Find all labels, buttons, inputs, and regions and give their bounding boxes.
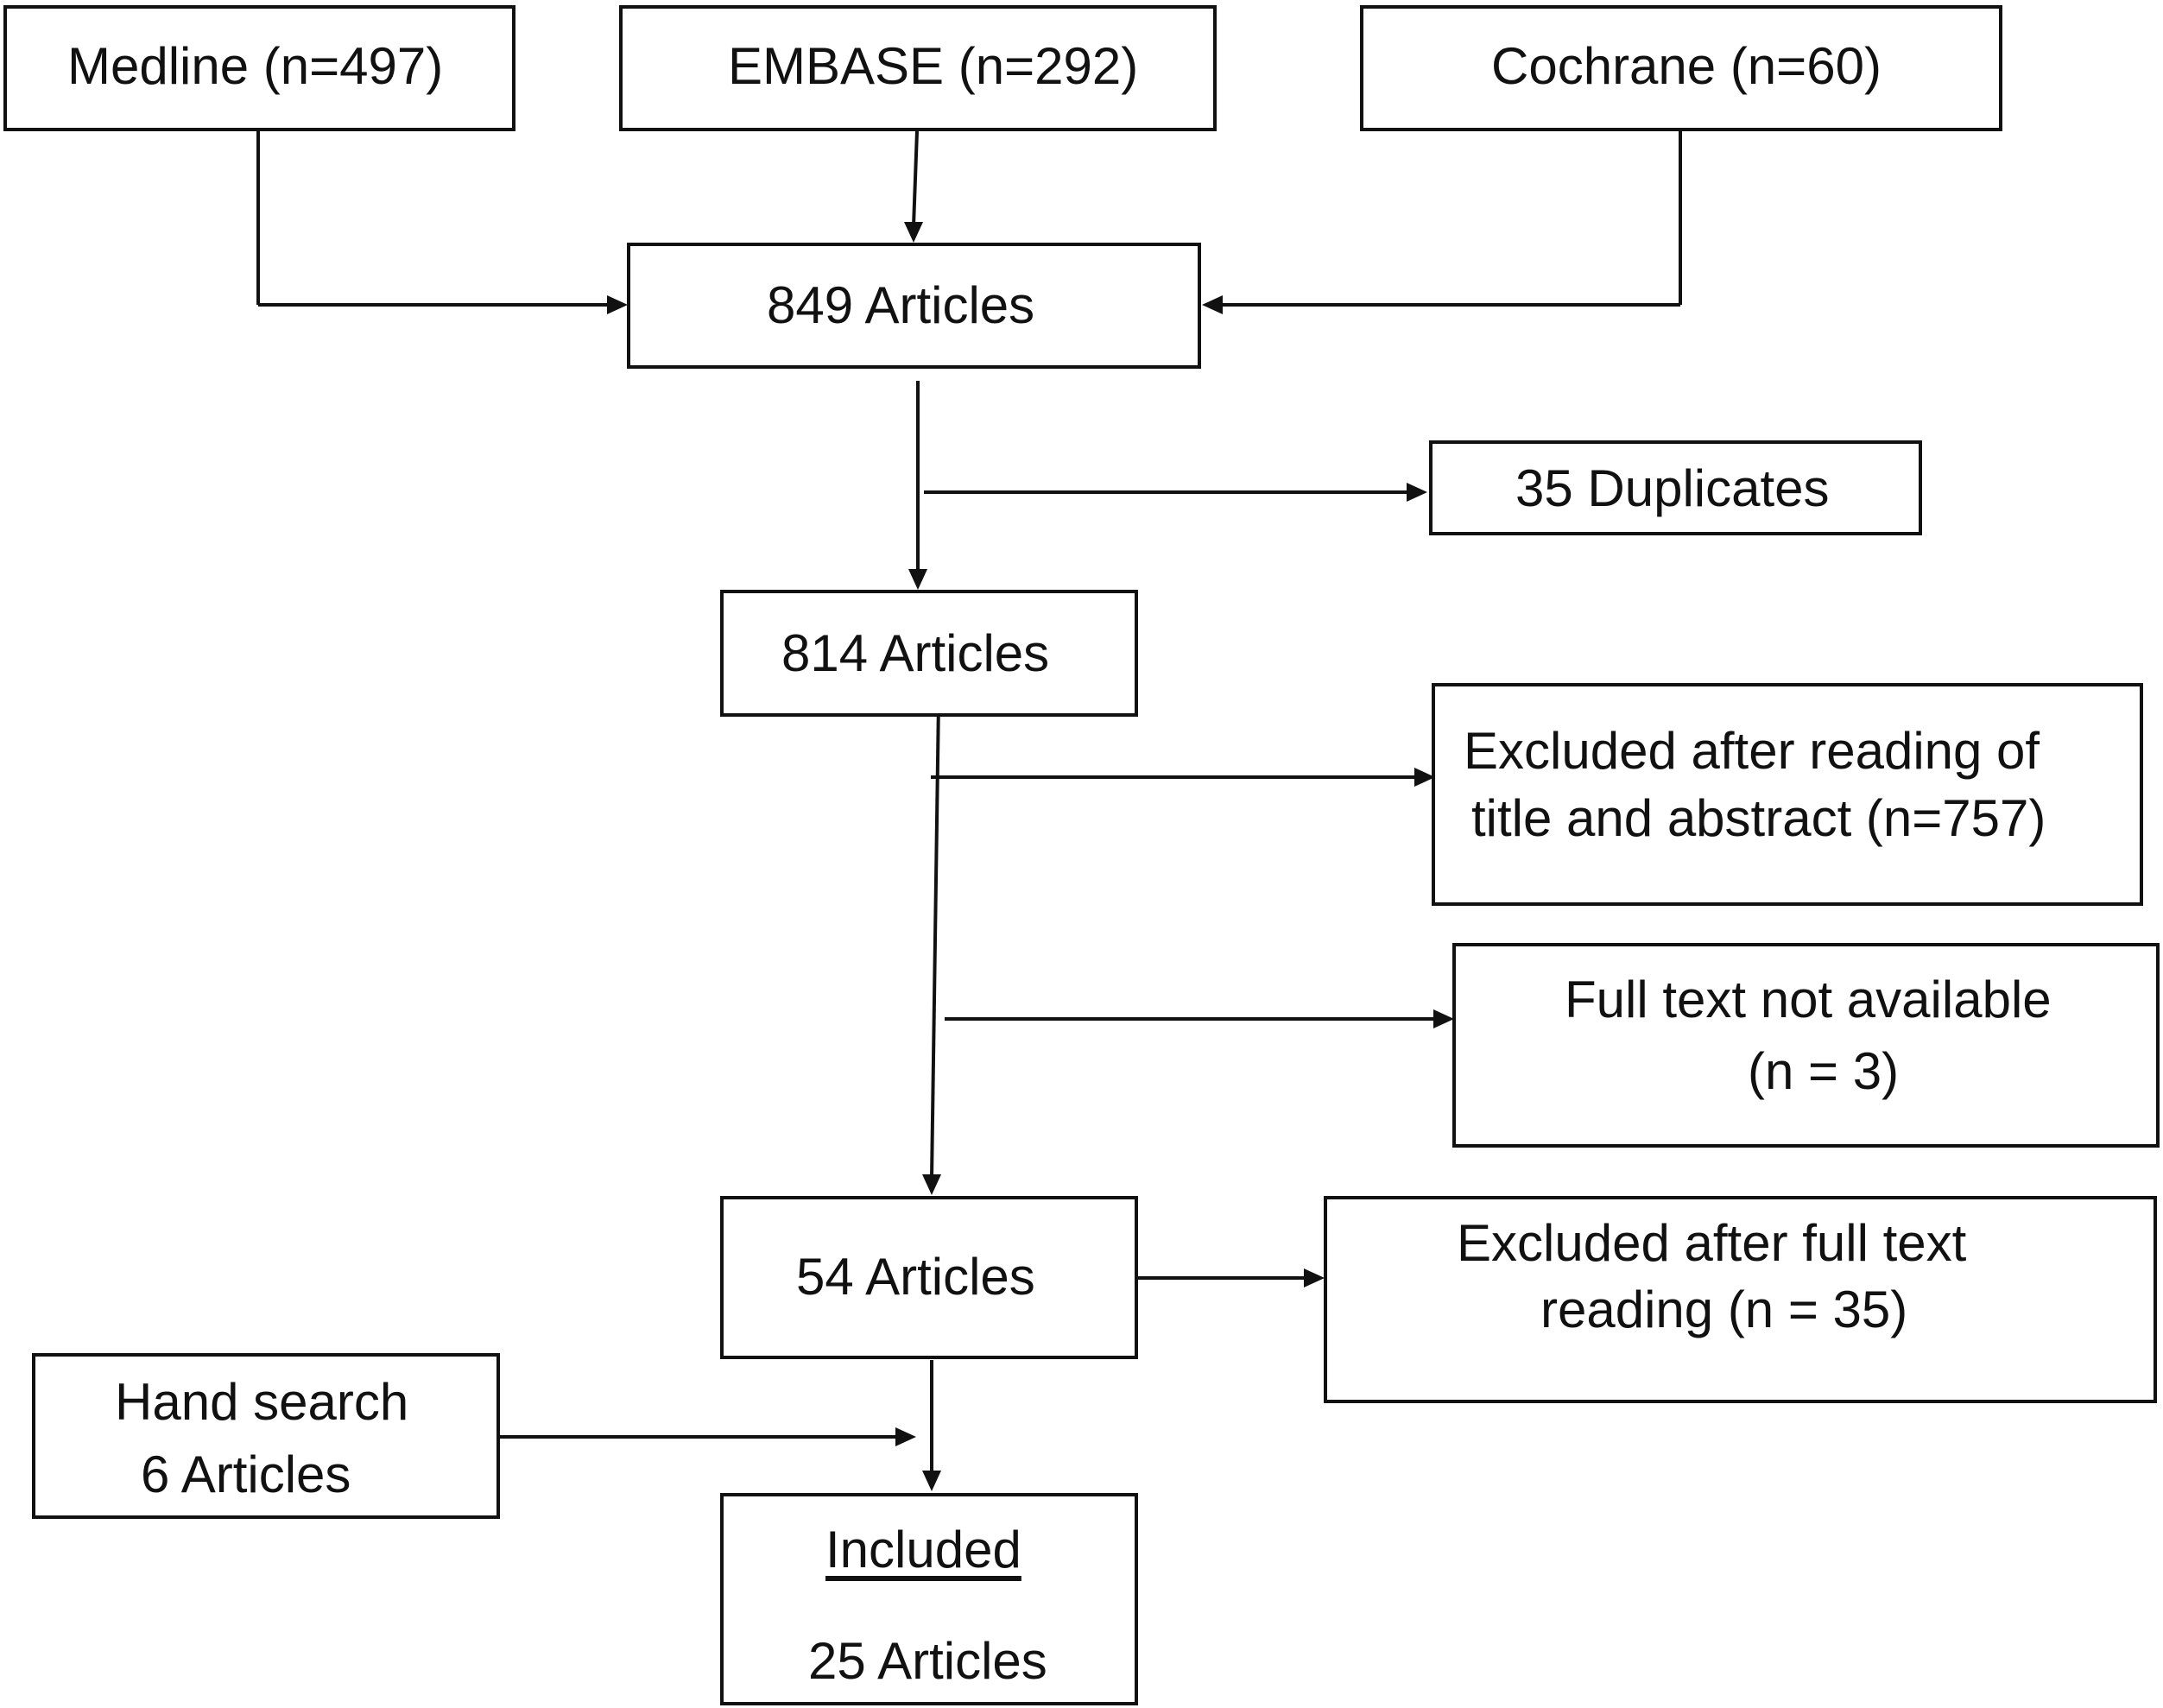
hand-search-box xyxy=(32,1353,500,1519)
duplicates-box xyxy=(1429,440,1922,535)
excluded-title-abstract-box xyxy=(1432,683,2143,906)
connector-814-to-54 xyxy=(930,700,940,1180)
hand-search-line2: 6 Articles xyxy=(141,1445,351,1503)
medline-label: Medline (n=497) xyxy=(67,37,444,95)
identified-label: 849 Articles xyxy=(767,276,1035,334)
arrowhead-excluded-full-text xyxy=(1304,1268,1325,1287)
arrowhead-814 xyxy=(908,569,927,590)
full-text-reviewed-box xyxy=(720,1196,1138,1359)
included-label: Included xyxy=(825,1521,1021,1578)
arrowhead-embase xyxy=(904,222,923,243)
excluded-full-text-line1: Excluded after full text xyxy=(1457,1214,1967,1272)
included-count: 25 Articles xyxy=(808,1632,1047,1690)
excluded-title-abstract-line2: title and abstract (n=757) xyxy=(1471,789,2046,847)
excluded-title-abstract-line1: Excluded after reading of xyxy=(1464,722,2040,780)
after-duplicates-label: 814 Articles xyxy=(781,624,1050,682)
duplicates-label: 35 Duplicates xyxy=(1515,459,1830,517)
arrowhead-included xyxy=(922,1471,941,1491)
cochrane-box xyxy=(1360,5,2002,131)
after-duplicates-box xyxy=(720,590,1138,717)
hand-search-line1: Hand search xyxy=(115,1373,409,1431)
arrowhead-full-text-na xyxy=(1433,1009,1454,1028)
identified-box xyxy=(627,243,1201,369)
arrowhead-54 xyxy=(922,1174,941,1195)
connector-embase xyxy=(912,130,919,227)
excluded-full-text-line2: reading (n = 35) xyxy=(1540,1281,1908,1338)
included-box xyxy=(720,1493,1138,1705)
medline-box xyxy=(3,5,515,131)
embase-label: EMBASE (n=292) xyxy=(728,37,1139,95)
full-text-na-line2: (n = 3) xyxy=(1748,1042,1900,1100)
arrowhead-excluded-title-abstract xyxy=(1414,768,1435,787)
arrowhead-duplicates xyxy=(1407,483,1427,502)
arrowhead-hand-search xyxy=(895,1427,916,1446)
full-text-na-line1: Full text not available xyxy=(1565,971,2052,1028)
arrowhead-cochrane xyxy=(1202,295,1223,314)
full-text-na-box xyxy=(1452,943,2160,1148)
full-text-reviewed-label: 54 Articles xyxy=(796,1248,1035,1306)
arrowhead-medline xyxy=(607,295,628,314)
embase-box xyxy=(619,5,1217,131)
cochrane-label: Cochrane (n=60) xyxy=(1491,37,1882,95)
excluded-full-text-box xyxy=(1324,1196,2157,1403)
